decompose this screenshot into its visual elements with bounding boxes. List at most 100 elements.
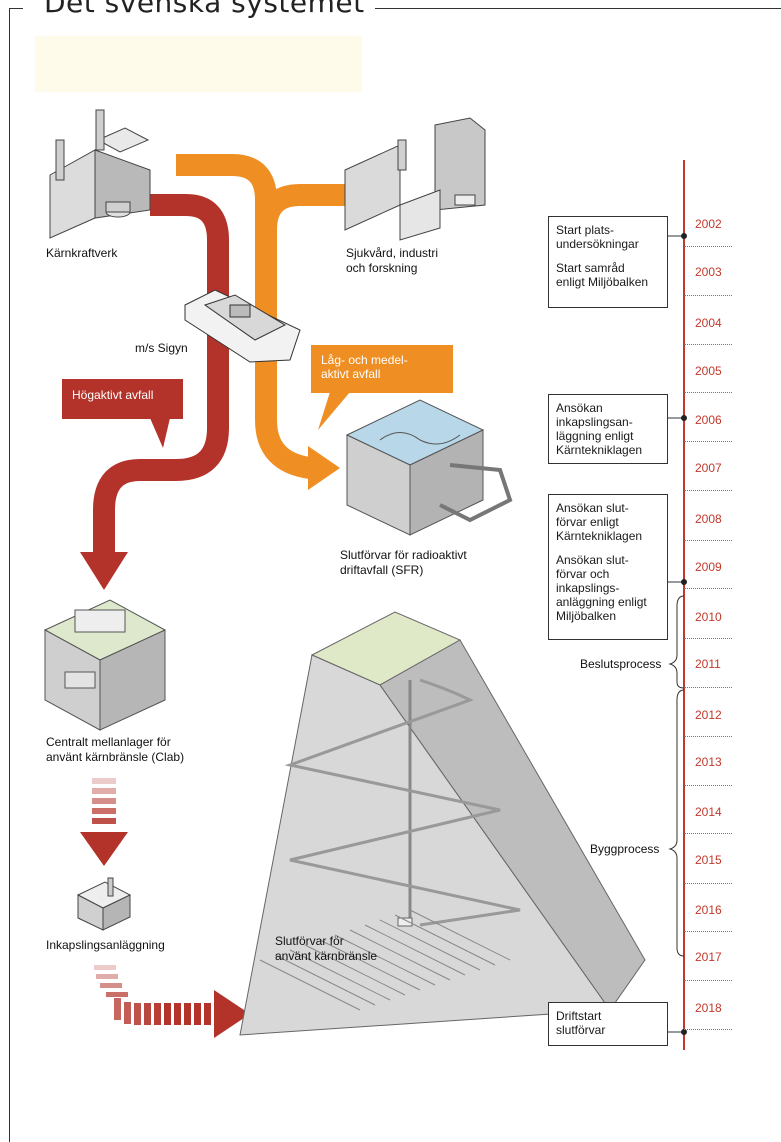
label-karnkraftverk: Kärnkraftverk [46, 246, 118, 260]
year-2011: 2011 [695, 657, 721, 671]
year-tick [684, 931, 732, 932]
cream-panel [35, 36, 362, 92]
red-tag-pointer [150, 418, 170, 448]
year-tick [684, 540, 732, 541]
repository-tower-icon [239, 611, 646, 1036]
event-line: Ansökan [556, 401, 603, 415]
event-box-2002: Start plats- undersökningar Start samråd… [548, 216, 668, 308]
label-sfr-2: driftavfall (SFR) [340, 563, 424, 577]
year-2015: 2015 [695, 853, 722, 867]
dashed-arrow-clab-to-inkapsling [80, 778, 128, 866]
event-line: Ansökan slut- [556, 501, 629, 515]
event-line: enligt Miljöbalken [556, 275, 649, 289]
sfr-cube-icon [345, 399, 513, 536]
red-arrow-head [80, 552, 128, 590]
year-tick [684, 883, 732, 884]
event-spacer [556, 543, 660, 553]
year-tick [684, 687, 732, 688]
label-sjukvard-2: och forskning [346, 261, 418, 275]
year-2013: 2013 [695, 755, 722, 769]
frame-top-left [9, 8, 23, 9]
tag-lag-line1: Låg- och medel- [321, 353, 408, 367]
year-2008: 2008 [695, 512, 722, 526]
event-line: förvar enligt [556, 515, 619, 529]
year-2017: 2017 [695, 950, 722, 964]
label-slutforvar-2: använt kärnbränsle [275, 949, 378, 963]
label-sjukvard-1: Sjukvård, industri [346, 246, 439, 260]
year-tick [684, 295, 732, 296]
year-tick [684, 980, 732, 981]
label-ship: m/s Sigyn [135, 341, 188, 355]
event-line: Start samråd [556, 261, 625, 275]
year-tick [684, 441, 732, 442]
event-line: undersökningar [556, 237, 639, 251]
label-slutforvar-1: Slutförvar för [275, 934, 344, 948]
year-tick [684, 736, 732, 737]
orange-tag-pointer [318, 392, 350, 430]
year-2005: 2005 [695, 364, 722, 378]
label-beslutsprocess: Beslutsprocess [580, 657, 662, 671]
orange-flow-branch [255, 184, 345, 231]
label-inkapsling: Inkapslingsanläggning [46, 938, 165, 952]
year-2003: 2003 [695, 265, 722, 279]
year-tick [684, 392, 732, 393]
event-spacer [556, 251, 660, 261]
label-byggprocess: Byggprocess [590, 842, 660, 856]
year-2018: 2018 [695, 1001, 722, 1015]
clab-cube-icon [43, 599, 167, 731]
event-line: inkapslings- [556, 581, 620, 595]
tag-hogaktivt-avfall: Högaktivt avfall [62, 379, 183, 419]
event-line: anläggning enligt [556, 595, 647, 609]
year-tick [684, 638, 732, 639]
year-tick [684, 246, 732, 247]
frame-top-right [370, 8, 781, 9]
orange-arrow-head [308, 446, 340, 490]
event-line: läggning enligt [556, 429, 634, 443]
tag-lag-medelaktivt: Låg- och medel- aktivt avfall [311, 345, 453, 393]
year-tick [684, 344, 732, 345]
year-2016: 2016 [695, 903, 722, 917]
tag-hogaktivt-label: Högaktivt avfall [72, 388, 154, 402]
encapsulation-plant-icon [76, 877, 132, 931]
orange-flow-path [176, 154, 312, 479]
year-tick [684, 1029, 732, 1030]
event-line: Kärntekniklagen [556, 529, 643, 543]
frame-left [9, 8, 10, 1142]
year-2006: 2006 [695, 413, 722, 427]
brace-beslutsprocess [668, 595, 685, 689]
label-clab-2: använt kärnbränsle (Clab) [46, 750, 185, 764]
red-flow-path [93, 194, 229, 552]
event-line: Start plats- [556, 223, 615, 237]
event-line: Kärntekniklagen [556, 443, 643, 457]
event-box-2006: Ansökan inkapslingsan- läggning enligt K… [548, 394, 668, 464]
event-line: Miljöbalken [556, 609, 617, 623]
label-clab-1: Centralt mellanlager för [46, 735, 171, 749]
event-box-2008-2009: Ansökan slut- förvar enligt Kärnteknikla… [548, 494, 668, 640]
year-2009: 2009 [695, 560, 722, 574]
dashed-arrow-inkapsling-to-repository [94, 965, 250, 1038]
ship-icon [184, 289, 301, 363]
year-2002: 2002 [695, 217, 722, 231]
year-2007: 2007 [695, 461, 722, 475]
event-line: Driftstart [556, 1009, 602, 1023]
event-line: inkapslingsan- [556, 415, 633, 429]
event-box-2018: Driftstart slutförvar [548, 1002, 668, 1046]
event-line: slutförvar [556, 1023, 606, 1037]
year-2004: 2004 [695, 316, 722, 330]
page-title: Det svenska systemet [34, 0, 375, 19]
year-2012: 2012 [695, 708, 722, 722]
year-tick [684, 833, 732, 834]
year-tick [684, 490, 732, 491]
year-tick [684, 785, 732, 786]
brace-byggprocess [668, 689, 685, 957]
tag-lag-line2: aktivt avfall [321, 367, 381, 381]
year-2010: 2010 [695, 610, 722, 624]
nuclear-plant-icon [49, 109, 151, 239]
year-tick [684, 588, 732, 589]
year-2014: 2014 [695, 805, 722, 819]
event-line: Ansökan slut- [556, 553, 629, 567]
industry-hospital-icon [344, 117, 486, 241]
label-sfr-1: Slutförvar för radioaktivt [340, 548, 467, 562]
event-line: förvar och [556, 567, 610, 581]
